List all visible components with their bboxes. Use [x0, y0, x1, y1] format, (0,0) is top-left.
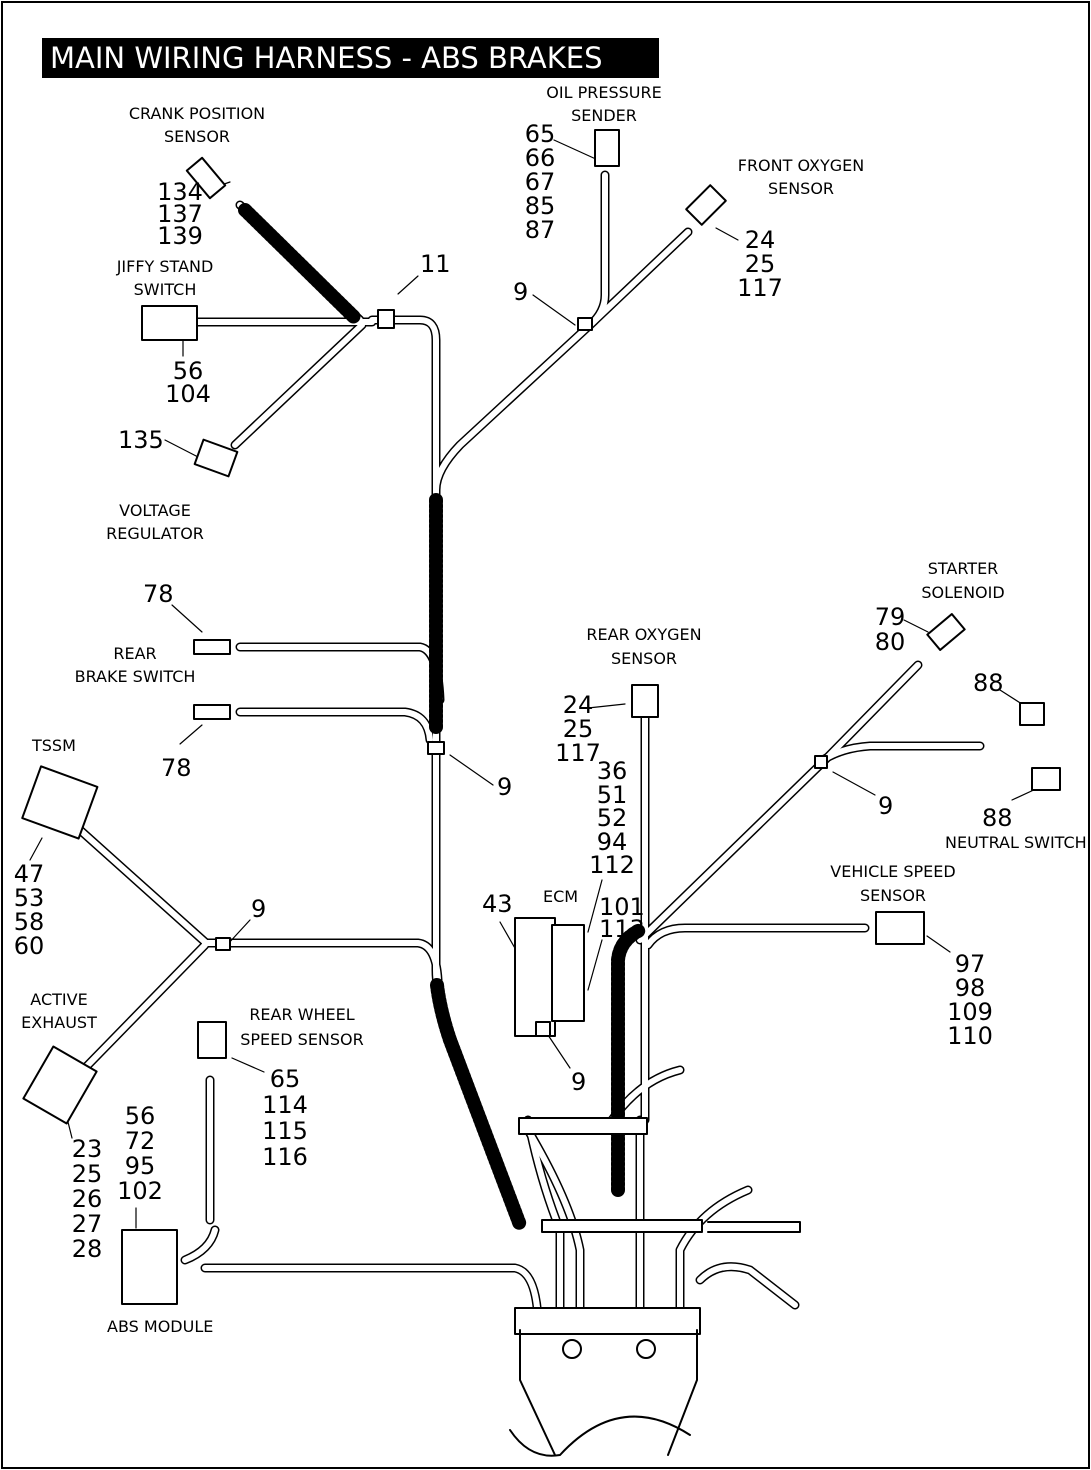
- rear-brake-switch-callout-upper: 78: [143, 580, 174, 608]
- rear-brake-switch-callout-lower: 78: [161, 754, 192, 782]
- voltage-regulator-callout: 135: [118, 426, 164, 454]
- clip-callout-9-ecm: 9: [571, 1068, 587, 1096]
- ecm-callout-left: 43: [482, 890, 513, 918]
- clip-callout-9-left: 9: [251, 895, 267, 923]
- abs-module-label: ABS MODULE: [107, 1317, 214, 1336]
- tssm-label: TSSM: [32, 736, 76, 755]
- clip-callout-9-right: 9: [878, 792, 894, 820]
- engine-frame: [509, 1117, 801, 1457]
- leader-lines: [29, 139, 1039, 1229]
- ecm-label: ECM: [543, 887, 579, 906]
- neutral-switch-callout-upper: 88: [973, 669, 1004, 697]
- clip-callout-9: 9: [513, 278, 529, 306]
- clip-callout-11: 11: [420, 250, 451, 278]
- neutral-switch-label: NEUTRAL SWITCH: [945, 833, 1087, 852]
- neutral-switch-callout-lower: 88: [982, 804, 1013, 832]
- convoluted-tubing: [238, 203, 647, 1232]
- diagram-title: MAIN WIRING HARNESS - ABS BRAKES: [42, 38, 659, 78]
- connectors: [21, 129, 1061, 1305]
- clip-callout-9-brake: 9: [497, 773, 513, 801]
